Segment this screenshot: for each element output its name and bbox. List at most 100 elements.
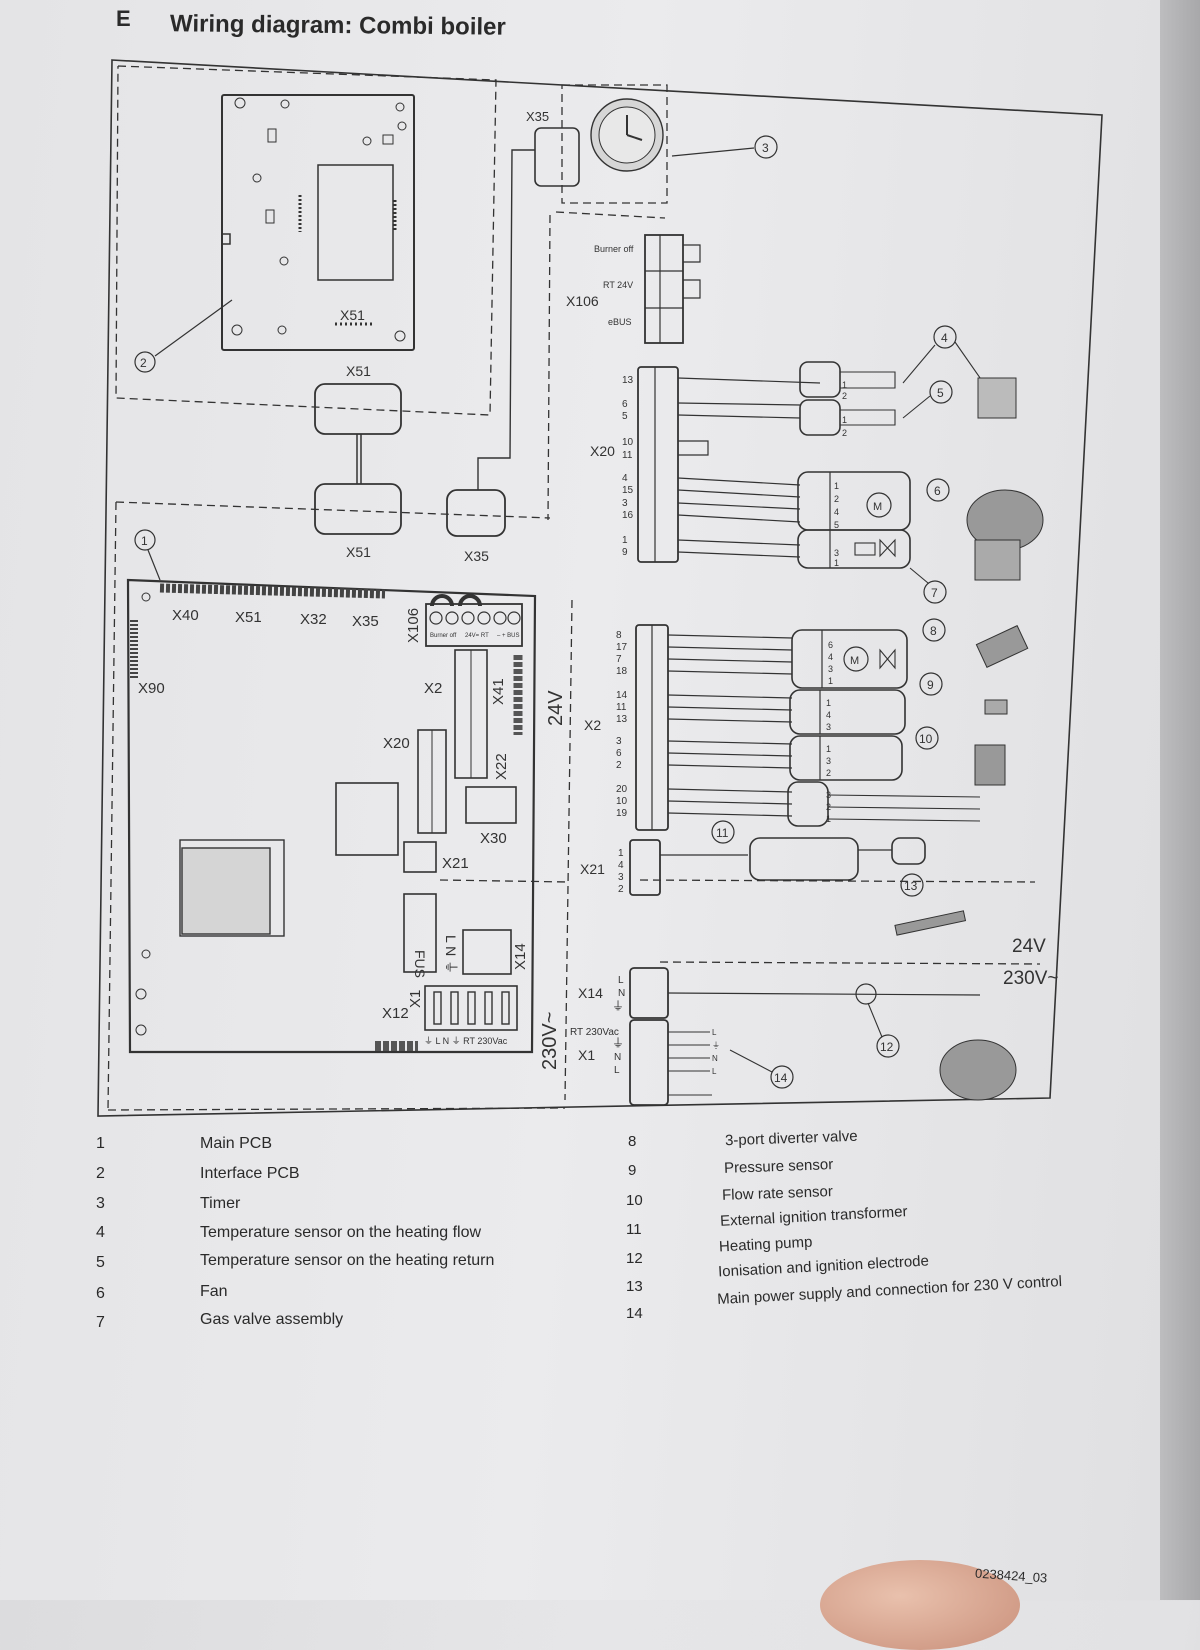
svg-text:⏚: ⏚ — [612, 999, 624, 1013]
svg-text:N: N — [712, 1054, 718, 1063]
x20-pin-label: 3 — [622, 498, 628, 509]
svg-text:L N ⏚: L N ⏚ — [443, 935, 459, 974]
manual-page — [0, 0, 1160, 1600]
svg-text:– + BUS: – + BUS — [497, 633, 520, 639]
x2-wire — [667, 812, 793, 817]
svg-text:1: 1 — [618, 848, 624, 859]
callout-11: 11 — [716, 826, 729, 840]
x2-wire — [667, 800, 793, 805]
x2-wire — [667, 740, 793, 745]
svg-text:6: 6 — [828, 640, 833, 650]
svg-text:X51: X51 — [346, 544, 371, 560]
svg-text:eBUS: eBUS — [608, 317, 632, 327]
svg-text:X40: X40 — [172, 607, 199, 624]
voltage-24v-vertical: 24V — [545, 690, 567, 726]
svg-text:1: 1 — [826, 744, 831, 754]
svg-text:N: N — [618, 988, 625, 999]
svg-text:⏚: ⏚ — [612, 1036, 624, 1050]
callout-7: 7 — [931, 586, 938, 600]
svg-text:4: 4 — [834, 507, 839, 517]
x14-x1-connectors: X14 L N ⏚ X1 RT 230Vac ⏚ N L L ⏚ N L 14 … — [570, 967, 1017, 1106]
svg-text:2: 2 — [618, 884, 624, 895]
x20-pin-label: 16 — [622, 510, 634, 521]
voltage-230v-label: 230V~ — [1003, 968, 1058, 989]
x2-pin-label: 17 — [616, 642, 628, 653]
svg-text:RT 230Vac: RT 230Vac — [570, 1027, 619, 1038]
x2-pin-label: 8 — [616, 630, 622, 641]
svg-text:Burner off: Burner off — [430, 633, 457, 639]
svg-text:2: 2 — [842, 391, 847, 401]
svg-text:L: L — [712, 1028, 717, 1037]
x2-pin-label: 7 — [616, 654, 622, 665]
svg-text:1: 1 — [834, 558, 839, 568]
timer-connector — [534, 127, 580, 187]
svg-text:X2: X2 — [584, 717, 601, 733]
fan-motor-symbol: M — [873, 501, 882, 513]
svg-text:⏚ L N ⏚ RT 230Vac: ⏚ L N ⏚ RT 230Vac — [424, 1036, 508, 1046]
x2-pin-label: 2 — [616, 760, 622, 771]
x2-pin-label: 6 — [616, 748, 622, 759]
svg-text:1: 1 — [834, 481, 839, 491]
x2-pin-label: 18 — [616, 666, 628, 677]
svg-text:24V= RT: 24V= RT — [465, 633, 489, 639]
callout-14: 14 — [774, 1071, 788, 1085]
x20-pin-label: 13 — [622, 375, 634, 386]
svg-text:4: 4 — [618, 860, 624, 871]
svg-text:FUS: FUS — [412, 950, 428, 978]
x20-pin-label: 9 — [622, 547, 628, 558]
svg-text:X35: X35 — [352, 613, 379, 630]
callout-12: 12 — [880, 1040, 894, 1054]
svg-text:X20: X20 — [383, 735, 410, 752]
svg-text:3: 3 — [826, 722, 831, 732]
interface-x51-label: X51 — [340, 307, 365, 323]
fan-and-gas-valve: 1 2 4 5 M 3 1 6 7 — [797, 471, 1044, 604]
svg-text:4: 4 — [828, 652, 833, 662]
svg-text:L: L — [614, 1065, 620, 1076]
x2-wire — [667, 788, 793, 793]
svg-text:3: 3 — [834, 548, 839, 558]
x2-wire — [667, 658, 793, 663]
x2-wire — [667, 670, 793, 675]
svg-text:3: 3 — [618, 872, 624, 883]
svg-text:2: 2 — [140, 356, 147, 370]
svg-text:N: N — [614, 1052, 621, 1063]
svg-text:Burner off: Burner off — [594, 244, 634, 254]
svg-text:X14: X14 — [512, 943, 529, 970]
svg-text:RT 24V: RT 24V — [603, 280, 633, 290]
main-pcb-region — [107, 211, 1041, 1111]
svg-text:⏚: ⏚ — [712, 1041, 720, 1050]
svg-text:X1: X1 — [578, 1047, 595, 1063]
x2-wire — [667, 764, 793, 769]
callout-1: 1 — [134, 529, 161, 581]
page-edge — [1160, 0, 1200, 1600]
svg-text:X106: X106 — [566, 293, 599, 309]
svg-text:X2: X2 — [424, 680, 442, 697]
x2-wire — [667, 706, 793, 711]
svg-text:X20: X20 — [590, 443, 615, 459]
callout-4: 4 — [941, 331, 948, 345]
callout-6: 6 — [934, 484, 941, 498]
x20-pin-label: 10 — [622, 437, 634, 448]
svg-text:1: 1 — [828, 676, 833, 686]
svg-text:1: 1 — [842, 380, 847, 390]
svg-text:X1: X1 — [407, 990, 424, 1008]
wiring-diagram: X51 2 X35 3 X51 X51 X35 — [97, 59, 1103, 1117]
svg-text:X14: X14 — [578, 985, 603, 1001]
x20-pin-label: 1 — [622, 535, 628, 546]
x2-pin-label: 19 — [616, 808, 628, 819]
x2-pin-label: 14 — [616, 690, 628, 701]
x20-pin-label: 11 — [622, 450, 633, 461]
diagram-frame — [97, 59, 1103, 1117]
x51-cable: X51 X51 X35 — [314, 149, 535, 564]
svg-text:X30: X30 — [480, 830, 507, 847]
svg-text:2: 2 — [842, 428, 847, 438]
svg-text:X41: X41 — [490, 678, 507, 705]
x2-wire — [667, 694, 793, 699]
callout-2: 2 — [134, 299, 233, 373]
svg-text:5: 5 — [834, 520, 839, 530]
callout-8: 8 — [930, 624, 937, 638]
x20-pin-label: 15 — [622, 485, 634, 496]
svg-text:4: 4 — [826, 710, 831, 720]
timer-connector-label: X35 — [526, 109, 549, 124]
